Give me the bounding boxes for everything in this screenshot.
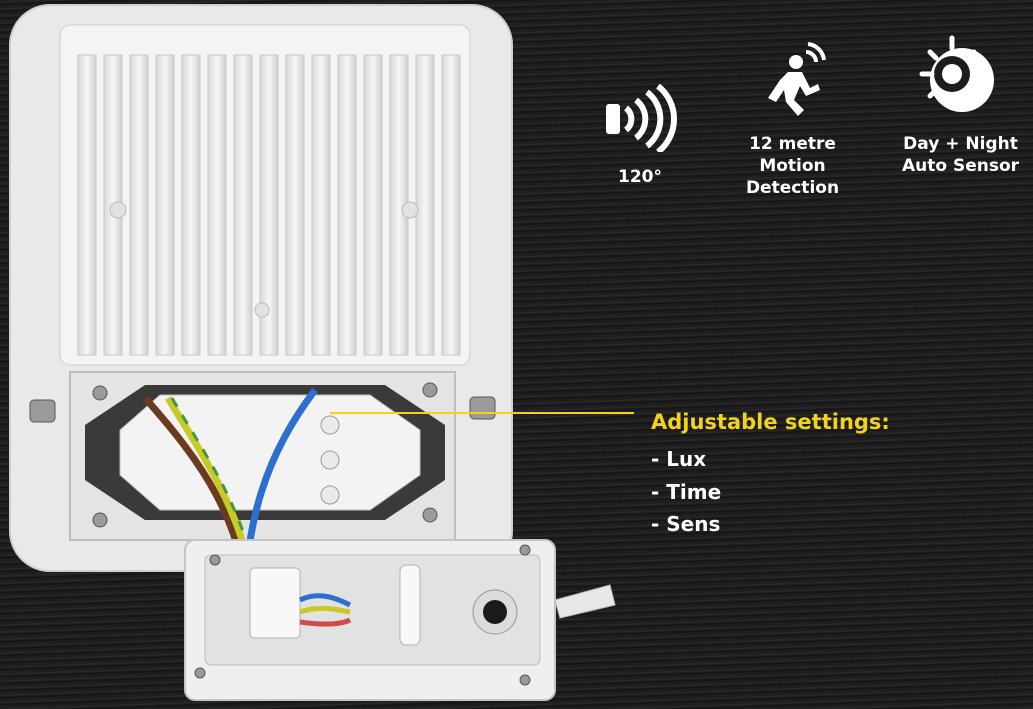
feature-label-motion: 12 metre Motion Detection	[745, 134, 840, 198]
running-person-motion-icon	[768, 42, 826, 116]
floodlight-sensor-housing-photo	[9, 4, 616, 701]
feature-label-day-night: Day + Night Auto Sensor	[901, 134, 1020, 176]
feature-label-angle: 120°	[618, 167, 662, 187]
settings-item-time: - Time	[651, 479, 722, 504]
signal-waves-icon	[606, 84, 677, 152]
sun-moon-icon	[919, 35, 994, 112]
settings-item-lux: - Lux	[651, 447, 707, 471]
settings-list: - Lux - Time - Sens	[651, 443, 721, 541]
callout-line	[330, 412, 634, 414]
settings-item-sens: - Sens	[651, 512, 721, 536]
settings-title: Adjustable settings:	[651, 410, 890, 434]
